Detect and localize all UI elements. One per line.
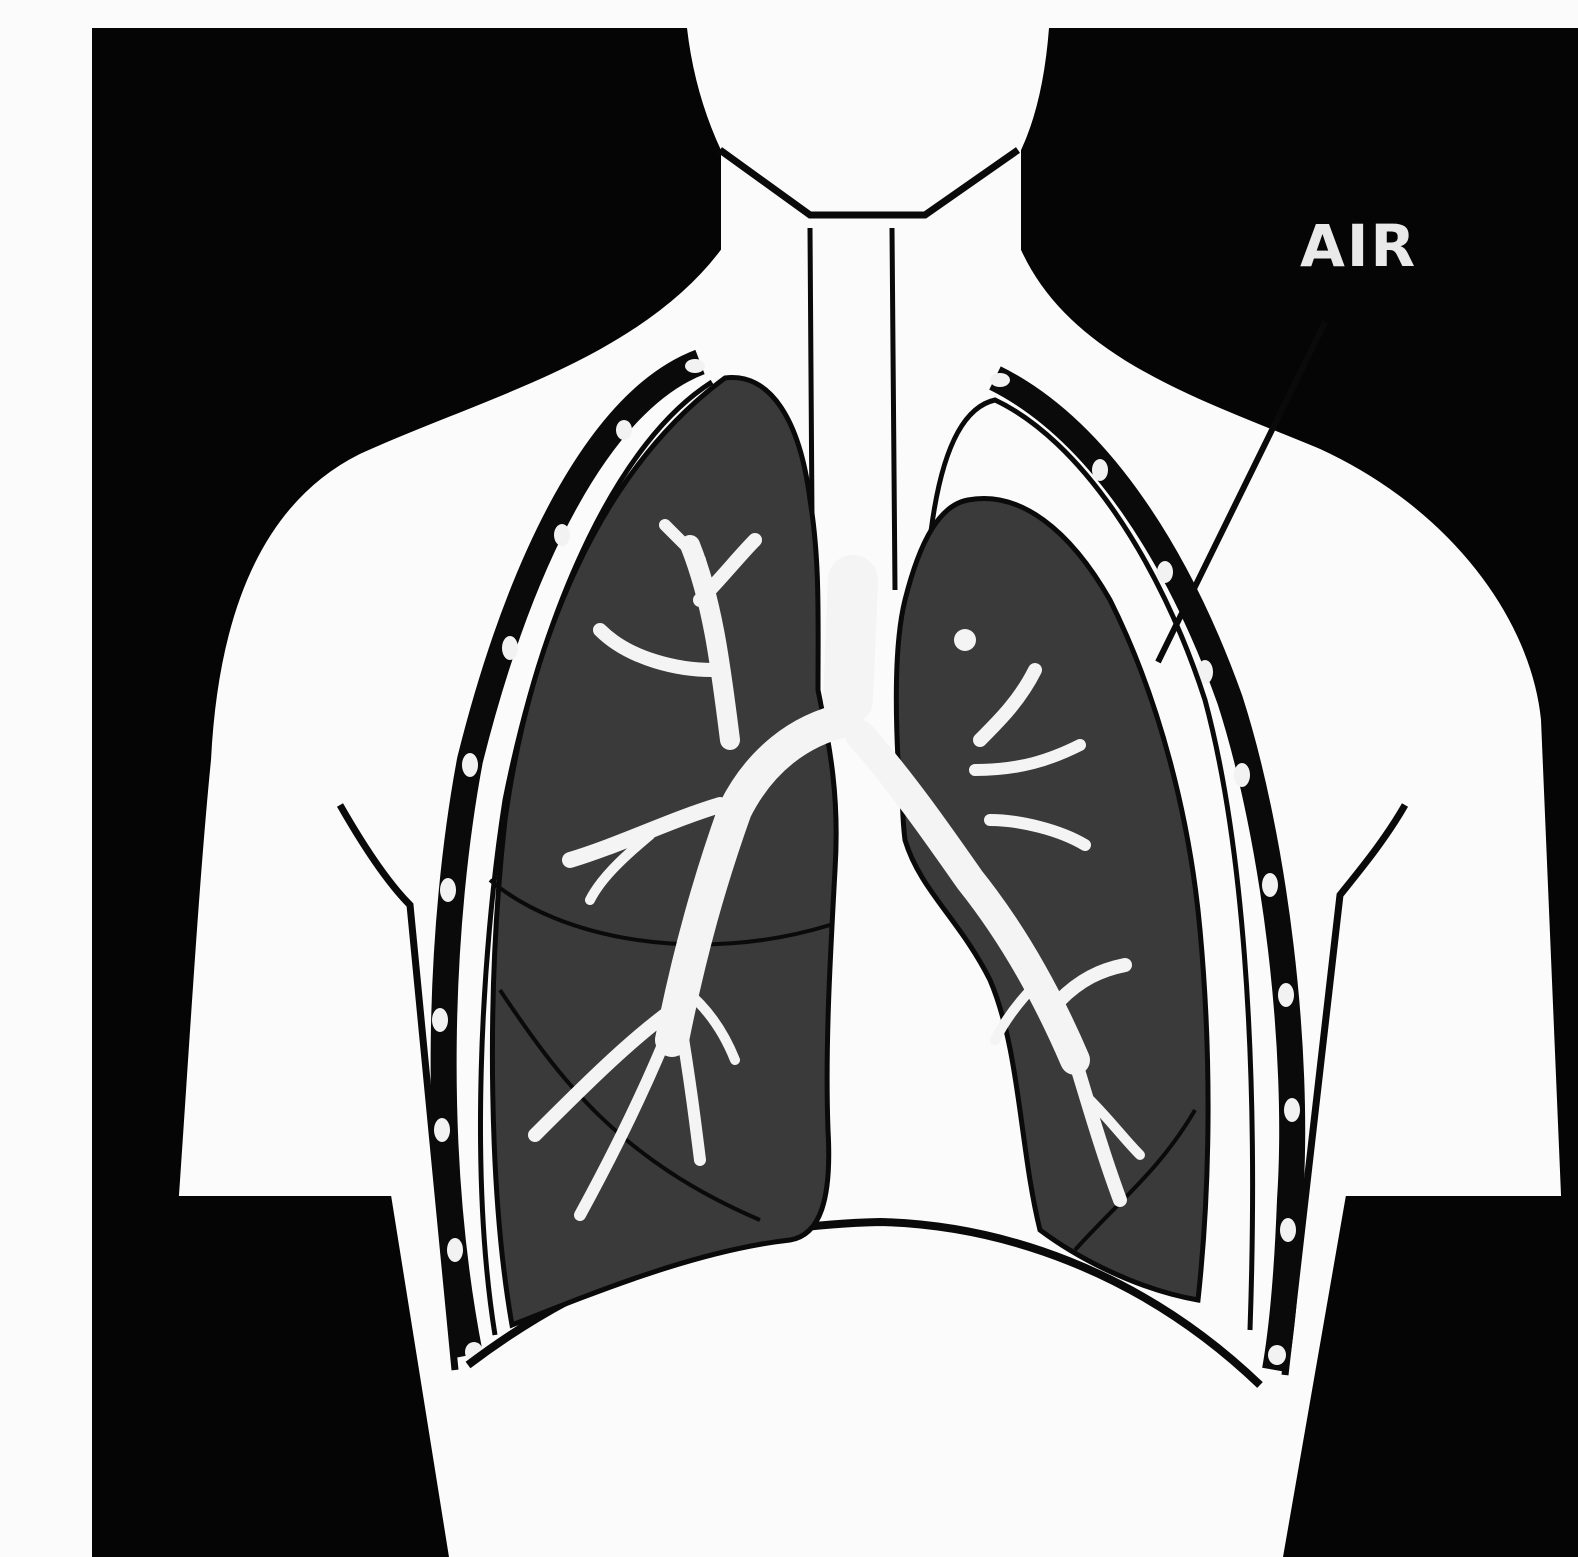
right-lung-highlight [954, 629, 976, 651]
air-label: AIR [1300, 212, 1417, 280]
